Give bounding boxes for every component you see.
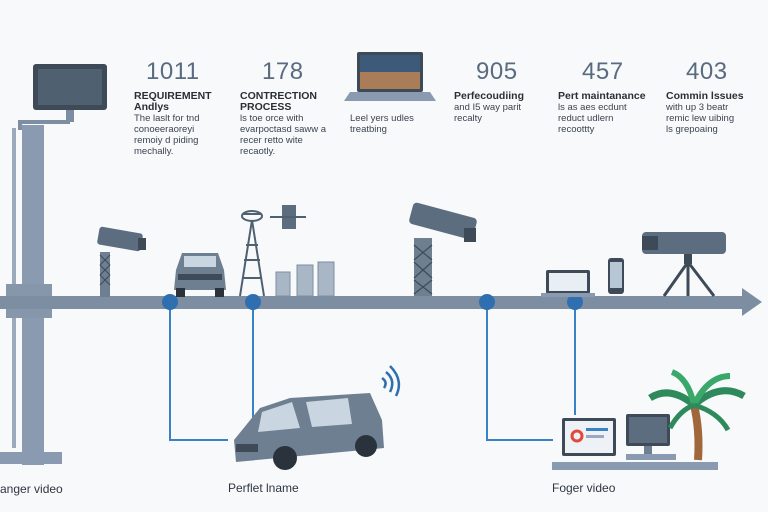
- stage-5-desc: ls as aes ecdunt reduct udlern recoottty: [558, 102, 627, 135]
- timeline-nodes: [162, 294, 583, 310]
- stage-1-number: 1011: [146, 58, 200, 85]
- stage-1-desc: The laslt for tnd conoeeraoreyi remoiy d…: [134, 113, 200, 157]
- stage-3-desc: Leel yers udles treatbing: [350, 113, 414, 135]
- stage-6-desc: with up 3 beatr remic lew uibing ls grep…: [666, 102, 735, 135]
- camera-3: [642, 232, 726, 297]
- stage-1-title: REQUIREMENT Andlys: [134, 90, 212, 113]
- stage-2-title: CONTRECTION PROCESS: [240, 90, 317, 113]
- stage-6-title: Commin lssues: [666, 90, 744, 102]
- camera-1: [97, 226, 146, 297]
- desktop-monitors: [552, 414, 718, 470]
- stage-4-number: 905: [476, 58, 518, 85]
- laptop-right: [541, 270, 595, 297]
- stage-2-number: 178: [262, 58, 304, 85]
- caption-middle: Perflet lname: [228, 481, 299, 495]
- suv: [174, 253, 226, 297]
- van: [234, 393, 384, 470]
- phone: [608, 258, 624, 294]
- server-racks: [275, 261, 335, 297]
- stage-4-desc: and I5 way parit recalty: [454, 102, 522, 124]
- camera-2: [409, 202, 477, 296]
- palm-tree: [648, 369, 746, 461]
- radio-tower: [239, 205, 306, 297]
- stage-4-title: Perfecoudiing: [454, 90, 525, 102]
- stage-2-desc: ls toe orce with evarpoctasd saww a rece…: [240, 113, 327, 157]
- pole-monitor: [0, 64, 107, 465]
- wifi-icon: [381, 365, 401, 397]
- timeline-arrow: [0, 288, 762, 316]
- stage-6-number: 403: [686, 58, 728, 85]
- stage-5-title: Pert maintanance: [558, 90, 646, 102]
- caption-right: Foger video: [552, 481, 616, 495]
- caption-left: anger video: [0, 482, 63, 496]
- laptop-top: [344, 52, 436, 101]
- stage-5-number: 457: [582, 58, 624, 85]
